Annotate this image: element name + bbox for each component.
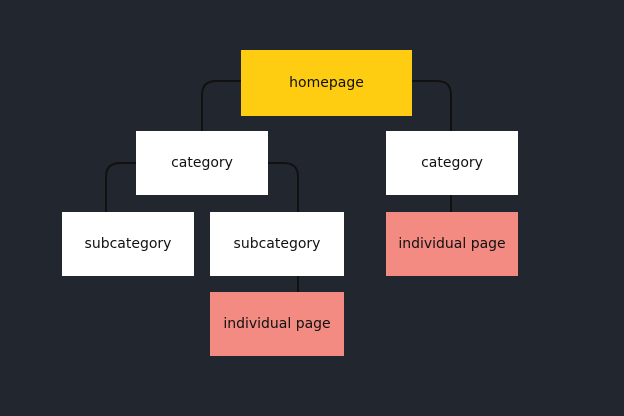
- connector-category-subcategory-1: [105, 162, 136, 212]
- node-individual-page-right: individual page: [386, 212, 518, 276]
- node-label: homepage: [289, 75, 364, 91]
- node-subcategory-1: subcategory: [62, 212, 194, 276]
- node-label: category: [171, 155, 233, 171]
- connector-homepage-category-right: [411, 80, 452, 131]
- node-subcategory-2: subcategory: [210, 212, 344, 276]
- node-category-left: category: [136, 131, 268, 195]
- node-label: category: [421, 155, 483, 171]
- node-individual-page-bottom: individual page: [210, 292, 344, 356]
- node-label: individual page: [398, 236, 506, 252]
- node-label: subcategory: [233, 236, 321, 252]
- connector-homepage-category-left: [201, 80, 241, 131]
- node-homepage: homepage: [241, 50, 412, 116]
- node-label: subcategory: [84, 236, 172, 252]
- connector-category-subcategory-2: [267, 162, 299, 212]
- node-label: individual page: [223, 316, 331, 332]
- node-category-right: category: [386, 131, 518, 195]
